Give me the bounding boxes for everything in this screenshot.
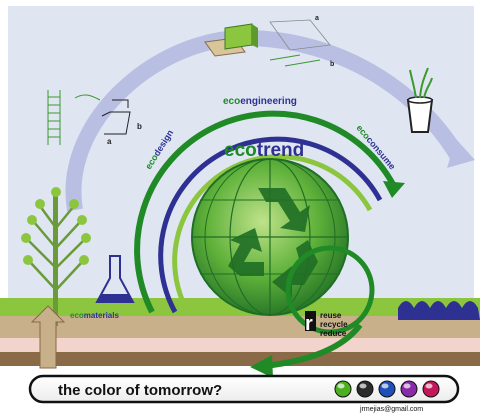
three-r-letter: r (305, 313, 313, 335)
three-r-reuse: reuse (320, 311, 342, 320)
reuse-cycle-circle (285, 245, 375, 335)
swatch-highlight (337, 383, 345, 389)
return-arrow (264, 323, 363, 369)
clay-layer (0, 338, 480, 352)
tree-icon (21, 187, 91, 326)
label-ecoengineering: ecoengineering (223, 96, 297, 107)
color-swatch-2 (356, 380, 374, 398)
eco-cycle-arrow-head (383, 181, 405, 198)
color-swatches (334, 380, 440, 398)
up-arrow-icon (30, 305, 66, 369)
swatch-highlight (403, 383, 411, 389)
three-r-recycle: recycle (320, 320, 348, 329)
swatch-highlight (359, 383, 367, 389)
footer-bar (28, 374, 460, 404)
sketch-label-a-left: a (107, 137, 112, 146)
cup-icon (406, 67, 434, 133)
swatch-highlight (381, 383, 389, 389)
label-ecotrend: ecotrend (224, 140, 304, 161)
footer-tagline: the color of tomorrow? (58, 382, 222, 399)
return-arrow-head (250, 355, 273, 378)
three-r-logo: r (305, 311, 316, 335)
footer-email: jrmejias@gmail.com (359, 406, 423, 413)
color-swatch-5 (422, 380, 440, 398)
color-swatch-3 (378, 380, 396, 398)
three-r-reduce: reduce (320, 329, 347, 338)
lifecycle-arrow-head (447, 139, 475, 168)
chair-sketch (47, 90, 131, 145)
flask-icon (95, 255, 135, 303)
sketch-label-b-left: b (137, 122, 142, 131)
bench-sketch (204, 19, 331, 67)
label-ecomaterials: ecomaterials (70, 311, 119, 320)
color-swatch-4 (400, 380, 418, 398)
sketch-label-b-top: b (330, 61, 334, 68)
water-waves (398, 301, 480, 320)
color-swatch-1 (334, 380, 352, 398)
globe (191, 158, 349, 316)
soil-layer (0, 352, 480, 366)
swatch-highlight (425, 383, 433, 389)
sketch-label-a-top: a (315, 15, 319, 22)
navy-arc (158, 136, 383, 314)
eco-cycle-arc (134, 110, 398, 314)
